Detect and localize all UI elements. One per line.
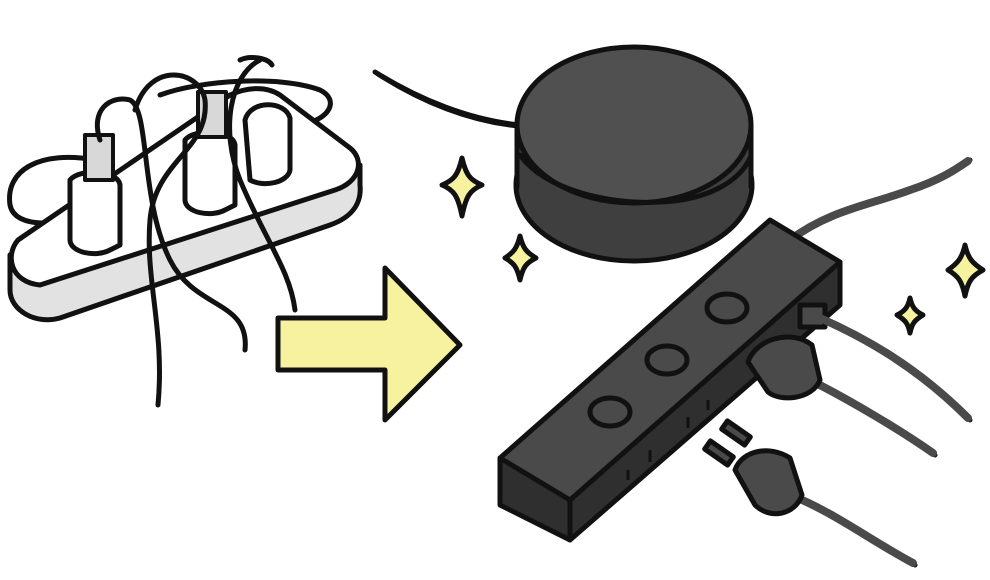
sparkle-icon xyxy=(439,155,986,336)
strip-output-cables-icon xyxy=(745,314,973,458)
plug-icon xyxy=(702,418,918,568)
messy-power-strip-icon xyxy=(7,55,363,408)
strip-cable-icon xyxy=(786,157,973,244)
arrow-right-icon xyxy=(275,265,463,423)
dark-power-strip-icon xyxy=(497,217,843,543)
round-device-icon xyxy=(372,44,755,264)
